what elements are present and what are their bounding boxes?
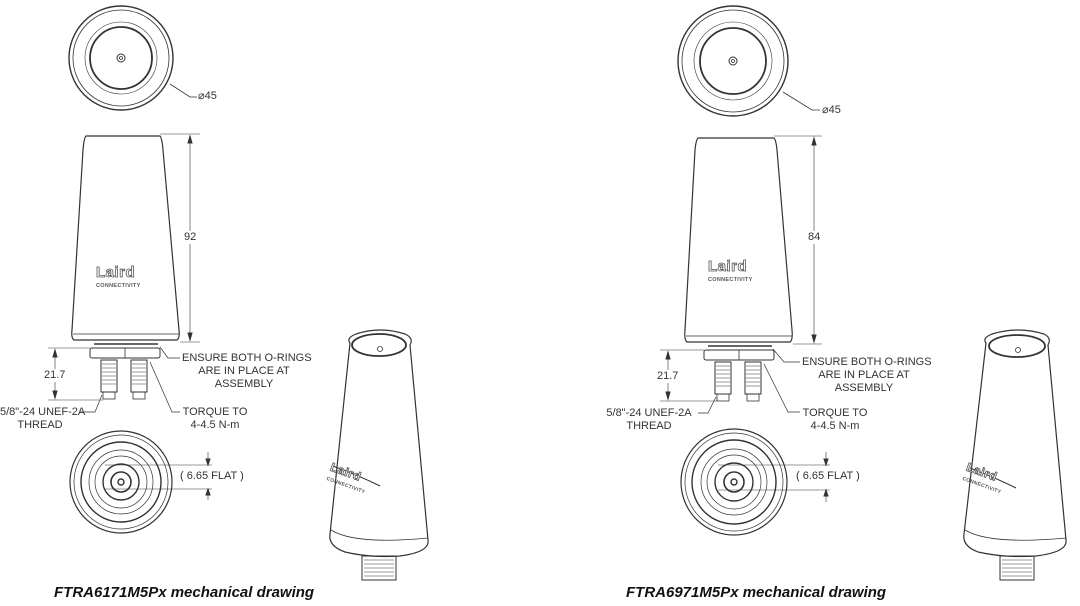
caption-ftra6971: FTRA6971M5Px mechanical drawing: [626, 584, 887, 601]
laird-logo: Laird CONNECTIVITY: [96, 264, 141, 289]
bottom-view-right: [680, 428, 830, 536]
drawing-ftra6171: Laird CONNECTIVITY Laird CONNECTIVITY ⌀4…: [0, 5, 429, 601]
oring-note-right: ENSURE BOTH O-RINGS ARE IN PLACE AT ASSE…: [802, 356, 932, 394]
oring-note: ENSURE BOTH O-RINGS ARE IN PLACE AT ASSE…: [182, 352, 312, 390]
torque-note: TORQUE TO 4-4.5 N-m: [182, 406, 248, 431]
drawing-ftra6971: Laird CONNECTIVITY Laird CONNECTIVITY ⌀4…: [600, 0, 1080, 606]
caption-ftra6171: FTRA6171M5Px mechanical drawing: [54, 584, 315, 601]
flat-label-right: ( 6.65 FLAT ): [796, 470, 860, 483]
mechanical-drawing-graphics: [48, 5, 429, 581]
brand-subtitle-right: CONNECTIVITY: [708, 277, 753, 283]
bottom-view: [69, 430, 212, 534]
height-dimension-label-right: 84: [808, 231, 821, 244]
brand-subtitle: CONNECTIVITY: [96, 283, 141, 289]
thread-note-right: 5/8"-24 UNEF-2A THREAD: [606, 407, 692, 432]
base-height-label: 21.7: [44, 369, 66, 382]
side-view-right: [660, 135, 822, 414]
brand-name-right: Laird: [708, 258, 748, 276]
brand-name: Laird: [96, 264, 136, 282]
thread-note: 5/8"-24 UNEF-2A THREAD: [0, 406, 86, 431]
diameter-label-right: ⌀45: [822, 104, 841, 116]
top-view: [68, 5, 197, 111]
diameter-label: ⌀45: [198, 90, 217, 102]
mechanical-drawing-graphics-right: [660, 5, 1067, 581]
torque-note-right: TORQUE TO 4-4.5 N-m: [802, 407, 868, 432]
top-view-right: [677, 5, 820, 117]
base-height-label-right: 21.7: [657, 370, 679, 383]
isometric-view-right: [963, 329, 1067, 581]
isometric-view: [329, 329, 429, 581]
side-view: [48, 133, 200, 413]
height-dimension-label: 92: [184, 231, 197, 244]
flat-label: ( 6.65 FLAT ): [180, 470, 244, 483]
laird-logo-right: Laird CONNECTIVITY: [708, 258, 753, 283]
